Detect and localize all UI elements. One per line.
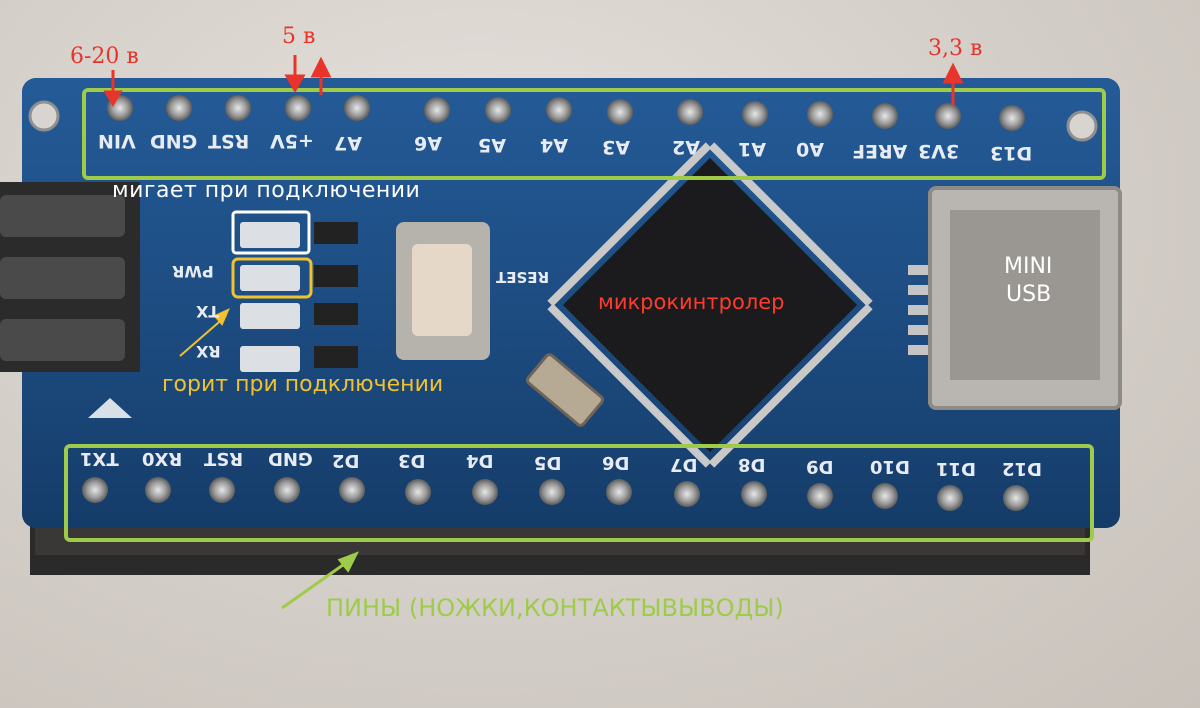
icsp-pins: [0, 195, 125, 361]
bottom-pin-label: RX0: [142, 448, 183, 469]
mini-usb-inner: [950, 210, 1100, 380]
yellow-arrow: [179, 308, 230, 357]
green-arrow: [281, 551, 360, 610]
led-label-pwr: PWR: [172, 262, 214, 281]
five-volt-label: 5 в: [282, 24, 316, 49]
green-arrow-icon: [337, 551, 360, 573]
led-column: [240, 222, 358, 372]
bottom-pin-label: RST: [204, 448, 244, 469]
mini-usb-label-line1: MINI: [1004, 254, 1053, 279]
bottom-pin-label: D7: [670, 454, 698, 475]
top-pin-label: A3: [602, 136, 630, 158]
led-label-rx: RX: [196, 342, 221, 361]
bottom-pin-label: D11: [936, 458, 976, 479]
voltage-arrows: [103, 55, 964, 107]
bottom-pin-label: D9: [806, 456, 834, 477]
top-pin-label: A2: [672, 136, 700, 158]
vin-arrow-icon: [103, 90, 123, 107]
microcontroller-label: микрокинтролер: [598, 290, 785, 314]
bottom-pin-label: D2: [332, 450, 360, 471]
top-pin-label: VIN: [98, 130, 136, 152]
top-pin-label: A6: [414, 132, 442, 154]
led-pwr-highlight-box: [231, 257, 313, 299]
pins-caption: ПИНЫ (НОЖКИ,КОНТАКТЫВЫВОДЫ): [326, 594, 784, 622]
top-pin-label: A7: [334, 132, 362, 154]
yellow-arrow-icon: [213, 308, 230, 326]
top-pin-pads: [107, 95, 1025, 131]
top-pin-label: 3V3: [918, 140, 960, 162]
glows-on-connect-label: горит при подключении: [162, 372, 444, 397]
bottom-pin-label: D6: [602, 452, 630, 473]
five-volt-in-arrow-icon: [284, 74, 306, 94]
bottom-pin-label: D3: [398, 450, 426, 471]
pin1-triangle-marker: [88, 398, 132, 418]
top-pin-label: RST: [208, 130, 250, 152]
bottom-pin-label: GND: [268, 448, 313, 469]
vin-voltage-label: 6-20 в: [70, 44, 139, 69]
top-pin-label: GND: [150, 130, 198, 152]
three-volt-label: 3,3 в: [928, 36, 983, 61]
top-pin-label: A1: [738, 138, 766, 160]
usb-side-pads: [908, 265, 928, 355]
mini-usb-label-line2: USB: [1006, 282, 1052, 307]
mount-hole: [1066, 110, 1098, 142]
five-volt-out-arrow-icon: [310, 56, 332, 78]
bottom-pin-label: D10: [870, 456, 910, 477]
led-blink-highlight-box: [231, 210, 311, 255]
top-pin-label: +5V: [270, 130, 314, 152]
led-label-tx: TX: [196, 302, 220, 321]
bottom-pin-label: D5: [534, 452, 562, 473]
bottom-pin-label: D12: [1002, 458, 1042, 479]
top-pin-label: D13: [990, 142, 1033, 164]
reset-button-cap: [412, 244, 472, 336]
top-pin-label: A5: [478, 134, 506, 156]
top-pin-label: AREF: [852, 140, 908, 162]
top-pin-label: A0: [796, 138, 824, 160]
bottom-pins-highlight-box: [64, 444, 1094, 542]
top-pin-label: A4: [540, 134, 568, 156]
bottom-pin-pads: [82, 477, 1029, 511]
crystal: [525, 353, 605, 427]
bottom-pin-label: D8: [738, 454, 766, 475]
three-volt-arrow-icon: [942, 62, 964, 84]
mount-hole: [28, 100, 60, 132]
top-pins-highlight-box: [82, 88, 1106, 180]
bottom-pin-label: D4: [466, 450, 494, 471]
reset-label: RESET: [496, 268, 550, 286]
blinks-on-connect-label: мигает при подключении: [112, 178, 421, 203]
bottom-pin-label: TX1: [80, 448, 119, 469]
